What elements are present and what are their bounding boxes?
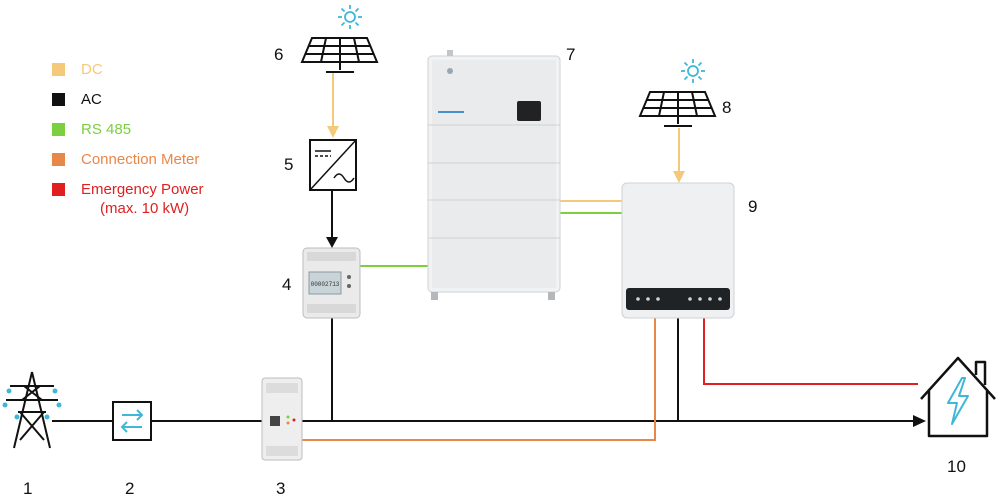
ac-wiring bbox=[52, 190, 915, 422]
connection-meter-wiring bbox=[302, 318, 656, 441]
label-6: 6 bbox=[274, 45, 283, 64]
label-7: 7 bbox=[566, 45, 575, 64]
legend-label-connection-meter: Connection Meter bbox=[81, 151, 200, 168]
battery-storage-unit bbox=[427, 50, 561, 300]
legend: DC AC RS 485 Connection Meter Emergency … bbox=[52, 60, 204, 229]
dc-wiring bbox=[332, 73, 680, 202]
legend-label-dc: DC bbox=[81, 61, 103, 78]
hybrid-inverter-unit bbox=[621, 182, 735, 319]
connection-meter-device bbox=[261, 377, 303, 461]
legend-item-emergency-power: Emergency Power (max. 10 kW) bbox=[52, 180, 204, 218]
label-3: 3 bbox=[276, 479, 285, 498]
label-9: 9 bbox=[748, 197, 757, 216]
legend-swatch-emergency-power bbox=[52, 183, 65, 196]
house-icon bbox=[920, 356, 996, 438]
legend-swatch-dc bbox=[52, 63, 65, 76]
energy-meter-device bbox=[302, 247, 361, 319]
label-1: 1 bbox=[23, 479, 32, 498]
solar-panel-icon-8 bbox=[638, 59, 717, 127]
legend-label-rs485: RS 485 bbox=[81, 121, 132, 138]
ac-arrowhead-meter bbox=[326, 237, 338, 248]
legend-swatch-rs485 bbox=[52, 123, 65, 136]
legend-item-dc: DC bbox=[52, 60, 204, 79]
legend-label-emergency-power: Emergency Power bbox=[81, 181, 204, 198]
emergency-power-wiring bbox=[703, 318, 918, 385]
legend-item-rs485: RS 485 bbox=[52, 120, 204, 139]
legend-label-emergency-power-max: (max. 10 kW) bbox=[100, 200, 190, 217]
label-8: 8 bbox=[722, 98, 731, 117]
legend-label-ac: AC bbox=[81, 91, 102, 108]
label-5: 5 bbox=[284, 155, 293, 174]
solar-panel-icon-6 bbox=[300, 5, 379, 73]
ac-arrowhead-house bbox=[913, 415, 926, 427]
dc-arrowhead-5 bbox=[327, 126, 339, 138]
dc-arrowhead-9 bbox=[673, 171, 685, 183]
label-10: 10 bbox=[947, 457, 966, 476]
grid-pylon-icon bbox=[2, 371, 62, 449]
grid-switch-icon bbox=[112, 401, 152, 441]
legend-item-connection-meter: Connection Meter bbox=[52, 150, 204, 169]
rs485-wiring bbox=[360, 212, 622, 267]
legend-item-ac: AC bbox=[52, 90, 204, 109]
label-2: 2 bbox=[125, 479, 134, 498]
label-4: 4 bbox=[282, 275, 291, 294]
meter-display-text: 00002713 bbox=[311, 281, 340, 288]
pv-inverter-icon bbox=[309, 139, 357, 191]
legend-swatch-connection-meter bbox=[52, 153, 65, 166]
legend-swatch-ac bbox=[52, 93, 65, 106]
